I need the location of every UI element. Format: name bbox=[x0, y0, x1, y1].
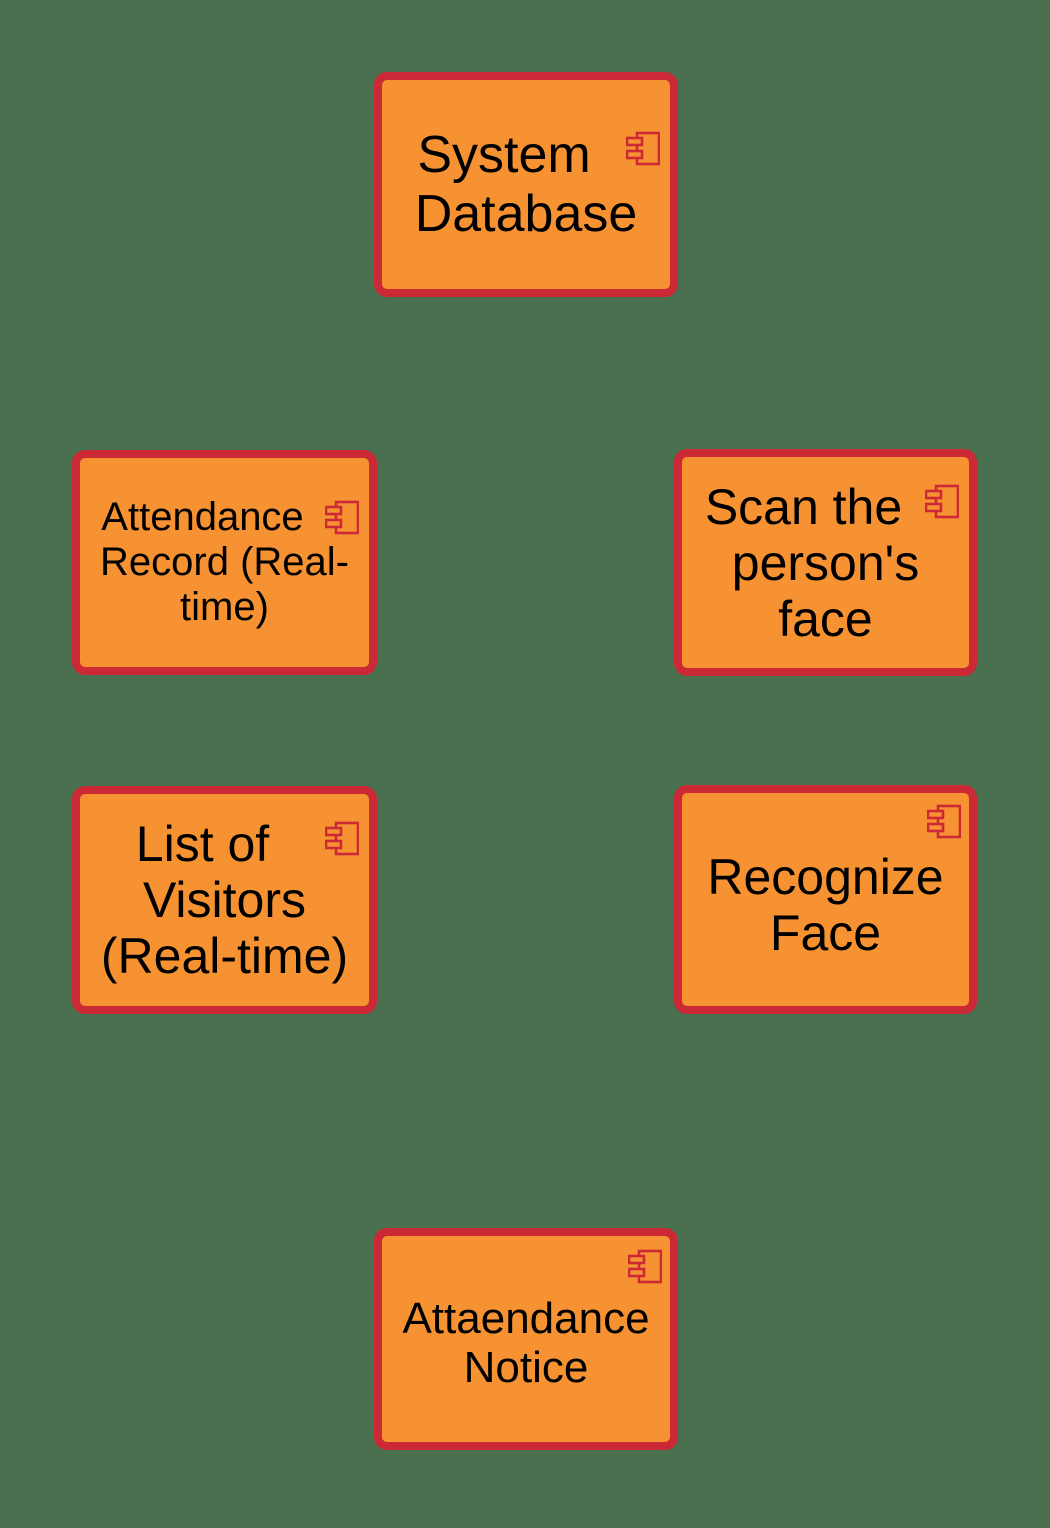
component-scan-face[interactable]: Scan the person's face bbox=[674, 449, 977, 676]
component-list-visitors[interactable]: List of Visitors (Real-time) bbox=[72, 786, 377, 1014]
component-attendance-record[interactable]: Attendance Record (Real-time) bbox=[72, 450, 377, 675]
component-label-system-database: System Database bbox=[382, 126, 670, 243]
component-label-list-visitors: List of Visitors (Real-time) bbox=[80, 816, 369, 984]
uml-component-icon bbox=[628, 1248, 662, 1286]
component-text-recognize-face: Recognize Face bbox=[707, 849, 944, 961]
uml-component-icon bbox=[626, 130, 660, 168]
component-text-scan-face: Scan the person's face bbox=[704, 478, 920, 647]
uml-component-icon-row bbox=[382, 1244, 670, 1290]
uml-component-icon-row bbox=[682, 799, 969, 845]
component-text-list-visitors: List of Visitors (Real-time) bbox=[100, 816, 349, 984]
component-recognize-face[interactable]: Recognize Face bbox=[674, 785, 977, 1014]
component-label-scan-face: Scan the person's face bbox=[682, 479, 969, 647]
uml-component-icon bbox=[325, 499, 359, 537]
component-text-system-database: System Database bbox=[414, 126, 638, 243]
uml-component-icon bbox=[325, 820, 359, 858]
component-system-database[interactable]: System Database bbox=[374, 72, 678, 297]
component-label-attendance-record: Attendance Record (Real-time) bbox=[80, 495, 369, 629]
uml-component-icon bbox=[927, 803, 961, 841]
component-text-attendance-notice: Attaendance Notice bbox=[402, 1294, 650, 1393]
component-attendance-notice[interactable]: Attaendance Notice bbox=[374, 1228, 678, 1450]
uml-component-icon bbox=[925, 483, 959, 521]
component-text-attendance-record: Attendance Record (Real-time) bbox=[100, 495, 349, 629]
